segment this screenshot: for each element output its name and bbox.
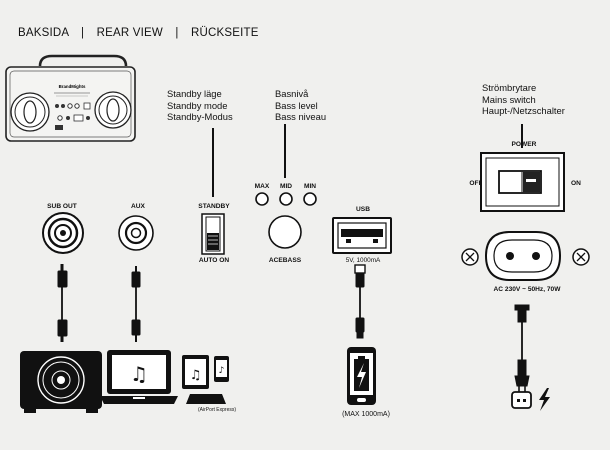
phone-max-current-label: (MAX 1000mA) (342, 411, 390, 418)
header-title: BAKSIDA | REAR VIEW | RÜCKSEITE (18, 27, 259, 39)
sub-out-label: SUB OUT (47, 203, 77, 210)
standby-heading-en: Standby mode (167, 99, 228, 111)
power-label: POWER (511, 141, 537, 148)
bass-heading-de: Bass niveau (275, 111, 327, 122)
bass-min-label: MIN (303, 183, 317, 190)
music-note-icon: ♫ (130, 362, 148, 386)
aux-cable (131, 266, 141, 342)
radio-brand: BrandMights (59, 84, 86, 89)
radio-rear-view: BrandMights (5, 54, 136, 142)
header-title-sv: BAKSIDA (18, 27, 69, 39)
standby-heading: Standby läge Standby mode Standby-Modus (167, 88, 233, 123)
laptop-icon: ♫ (100, 350, 178, 404)
standby-switch-top-label: STANDBY (198, 203, 230, 210)
lightning-icon (357, 363, 366, 388)
mains-heading-sv: Strömbrytare (482, 82, 537, 93)
bass-heading: Basnivå Bass level Bass niveau (275, 88, 326, 123)
subwoofer-icon (20, 351, 102, 413)
bass-mid-led (279, 192, 293, 206)
bass-max-led (255, 192, 269, 206)
usb-cable (354, 264, 366, 339)
power-cable (514, 304, 530, 392)
header-title-en: REAR VIEW (96, 27, 163, 39)
on-label: ON (571, 180, 581, 187)
sub-out-cable (57, 264, 68, 342)
header-separator: | (81, 27, 85, 39)
tablet-icon: ♫ (182, 355, 209, 389)
phone-small-icon: ♪ (214, 356, 229, 382)
smartphone-charging-icon (347, 347, 376, 405)
off-label: OFF (469, 180, 483, 187)
mains-rocker-switch (480, 152, 565, 212)
svg-text:♫: ♫ (190, 368, 202, 383)
svg-text:♪: ♪ (219, 366, 225, 376)
mains-spec-label: AC 230V ~ 50Hz, 70W (493, 286, 561, 293)
airport-express-label: (AirPort Express) (197, 407, 237, 413)
bass-mid-label: MID (279, 183, 293, 190)
bass-min-led (303, 192, 317, 206)
header-title-de: RÜCKSEITE (190, 27, 259, 39)
airport-express-icon (186, 394, 226, 404)
bass-heading-en: Bass level (275, 99, 318, 111)
header-separator: | (175, 27, 179, 39)
standby-slide-switch (201, 213, 225, 255)
usb-label: USB (356, 206, 370, 213)
acebass-button (268, 215, 302, 249)
mains-heading-en: Mains switch (482, 93, 536, 105)
aux-jack (118, 215, 154, 251)
sub-out-jack (42, 212, 84, 254)
bass-heading-sv: Basnivå (275, 88, 309, 99)
standby-heading-de: Standby-Modus (167, 111, 233, 122)
standby-heading-sv: Standby läge (167, 88, 222, 99)
usb-port (332, 217, 392, 254)
ac-power-inlet (461, 231, 590, 281)
bass-max-label: MAX (254, 183, 270, 190)
mains-heading: Strömbrytare Mains switch Haupt-/Netzsch… (482, 82, 565, 117)
wall-socket-icon (511, 391, 532, 409)
mains-heading-de: Haupt-/Netzschalter (482, 105, 565, 116)
electricity-bolt-icon (539, 388, 550, 411)
aux-label: AUX (131, 203, 145, 210)
acebass-label: ACEBASS (268, 257, 302, 264)
standby-switch-bottom-label: AUTO ON (198, 257, 230, 264)
usb-spec-label: 5V, 1000mA (345, 257, 381, 264)
